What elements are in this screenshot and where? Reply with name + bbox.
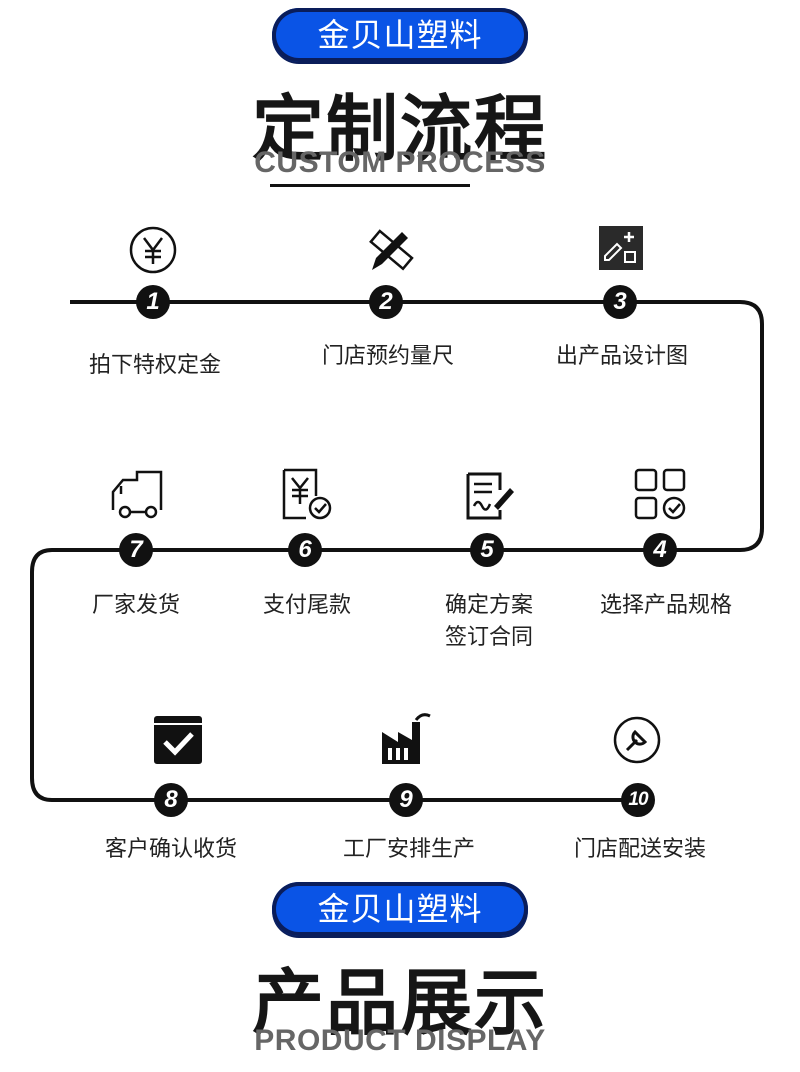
step-label-8: 客户确认收货: [104, 837, 237, 862]
step-label-5: 确定方案 签订合同: [399, 590, 579, 654]
title-underline: [270, 184, 470, 187]
step-number-3: 3: [603, 285, 637, 319]
section-subtitle-product-display: PRODUCT DISPLAY: [254, 1024, 546, 1057]
yen-coin-icon: [125, 222, 181, 278]
step-label-6: 支付尾款: [262, 593, 351, 618]
delivery-truck-icon: [109, 466, 165, 522]
factory-icon: [378, 712, 434, 768]
brand-pill-bottom: 金贝山塑料: [272, 882, 528, 936]
yen-bill-check-icon: [278, 466, 334, 522]
step-number-9: 9: [389, 783, 423, 817]
checkbox-receipt-icon: [150, 712, 206, 768]
step-label-5-line-2: 签订合同: [444, 625, 533, 650]
grid-check-icon: [632, 466, 688, 522]
step-label-10: 门店配送安装: [573, 837, 706, 862]
step-number-5: 5: [470, 533, 504, 567]
step-label-1: 拍下特权定金: [88, 353, 221, 378]
design-card-icon: [593, 220, 649, 276]
step-number-2: 2: [369, 285, 403, 319]
step-number-1: 1: [136, 285, 170, 319]
ruler-pencil-icon: [362, 222, 418, 278]
section-title-product-display: 产品展示: [251, 961, 548, 1045]
step-number-8: 8: [154, 783, 188, 817]
step-label-5-line-1: 确定方案: [444, 593, 533, 618]
section-title-custom-process: 定制流程: [251, 87, 548, 171]
step-label-2: 门店预约量尺: [321, 344, 454, 369]
step-label-9: 工厂安排生产: [342, 837, 475, 862]
step-number-4: 4: [643, 533, 677, 567]
step-number-6: 6: [288, 533, 322, 567]
section-subtitle-custom-process: CUSTOM PROCESS: [254, 146, 546, 179]
contract-sign-icon: [460, 468, 516, 524]
step-number-7: 7: [119, 533, 153, 567]
brand-pill-top: 金贝山塑料: [272, 8, 528, 62]
step-label-3: 出产品设计图: [555, 344, 688, 369]
step-label-4: 选择产品规格: [599, 593, 732, 618]
step-label-7: 厂家发货: [91, 593, 180, 618]
step-number-10: 10: [621, 783, 655, 817]
wrench-icon: [609, 712, 665, 768]
